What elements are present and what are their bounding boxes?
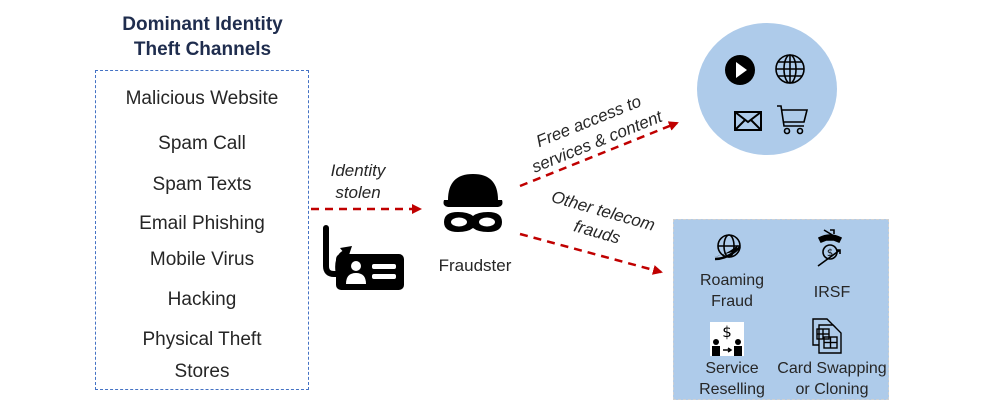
service-reselling-line-1: Service <box>705 360 759 377</box>
roaming-fraud-line-1: Roaming <box>699 272 765 289</box>
channel-hacking: Hacking <box>167 289 237 310</box>
identity-stolen-line-2: stolen <box>335 183 381 202</box>
channel-spam-texts: Spam Texts <box>152 174 252 195</box>
title-line-1: Dominant Identity <box>122 14 283 35</box>
diagram-title: Dominant Identity Theft Channels <box>95 12 310 62</box>
cart-icon <box>777 105 809 135</box>
channel-stores: Stores <box>174 361 230 382</box>
channel-mobile-virus: Mobile Virus <box>149 249 255 270</box>
sim-card-icon <box>812 318 842 354</box>
card-swapping-label: Card Swapping or Cloning <box>772 358 892 400</box>
title-line-2: Theft Channels <box>133 39 272 60</box>
fraudster-icon <box>443 174 503 232</box>
fraudster-label: Fraudster <box>438 256 512 275</box>
theft-channels-box: Malicious Website Spam Call Spam Texts E… <box>95 70 309 390</box>
other-frauds-arrow <box>519 232 663 275</box>
roaming-globe-icon <box>714 234 741 261</box>
free-access-arrow <box>519 121 679 188</box>
roaming-fraud-label: Roaming Fraud <box>684 270 780 312</box>
irsf-label: IRSF <box>813 284 851 301</box>
svg-text:$: $ <box>827 248 833 259</box>
service-reselling-icon: $ <box>710 322 744 356</box>
irsf-phone-dollar-icon: $ <box>817 229 843 267</box>
card-swapping-line-2: or Cloning <box>795 381 869 398</box>
service-reselling-line-2: Reselling <box>699 381 765 398</box>
id-card-icon <box>323 225 404 290</box>
identity-stolen-line-1: Identity <box>330 161 386 180</box>
service-reselling-label: Service Reselling <box>684 358 780 400</box>
services-circle <box>697 23 837 155</box>
mail-icon <box>734 111 762 131</box>
channel-spam-call: Spam Call <box>158 133 246 154</box>
channel-physical-theft: Physical Theft <box>142 329 262 350</box>
svg-text:$: $ <box>722 323 732 341</box>
roaming-fraud-line-2: Fraud <box>711 293 753 310</box>
card-swapping-line-1: Card Swapping <box>777 360 887 377</box>
play-icon <box>725 55 755 85</box>
channel-email-phishing: Email Phishing <box>139 213 265 234</box>
telecom-frauds-box: Roaming Fraud $ IRSF $ Service Reselling <box>673 219 889 400</box>
identity-stolen-label: Identity stolen <box>318 160 398 204</box>
globe-icon <box>775 54 805 84</box>
channel-malicious-website: Malicious Website <box>125 88 279 109</box>
